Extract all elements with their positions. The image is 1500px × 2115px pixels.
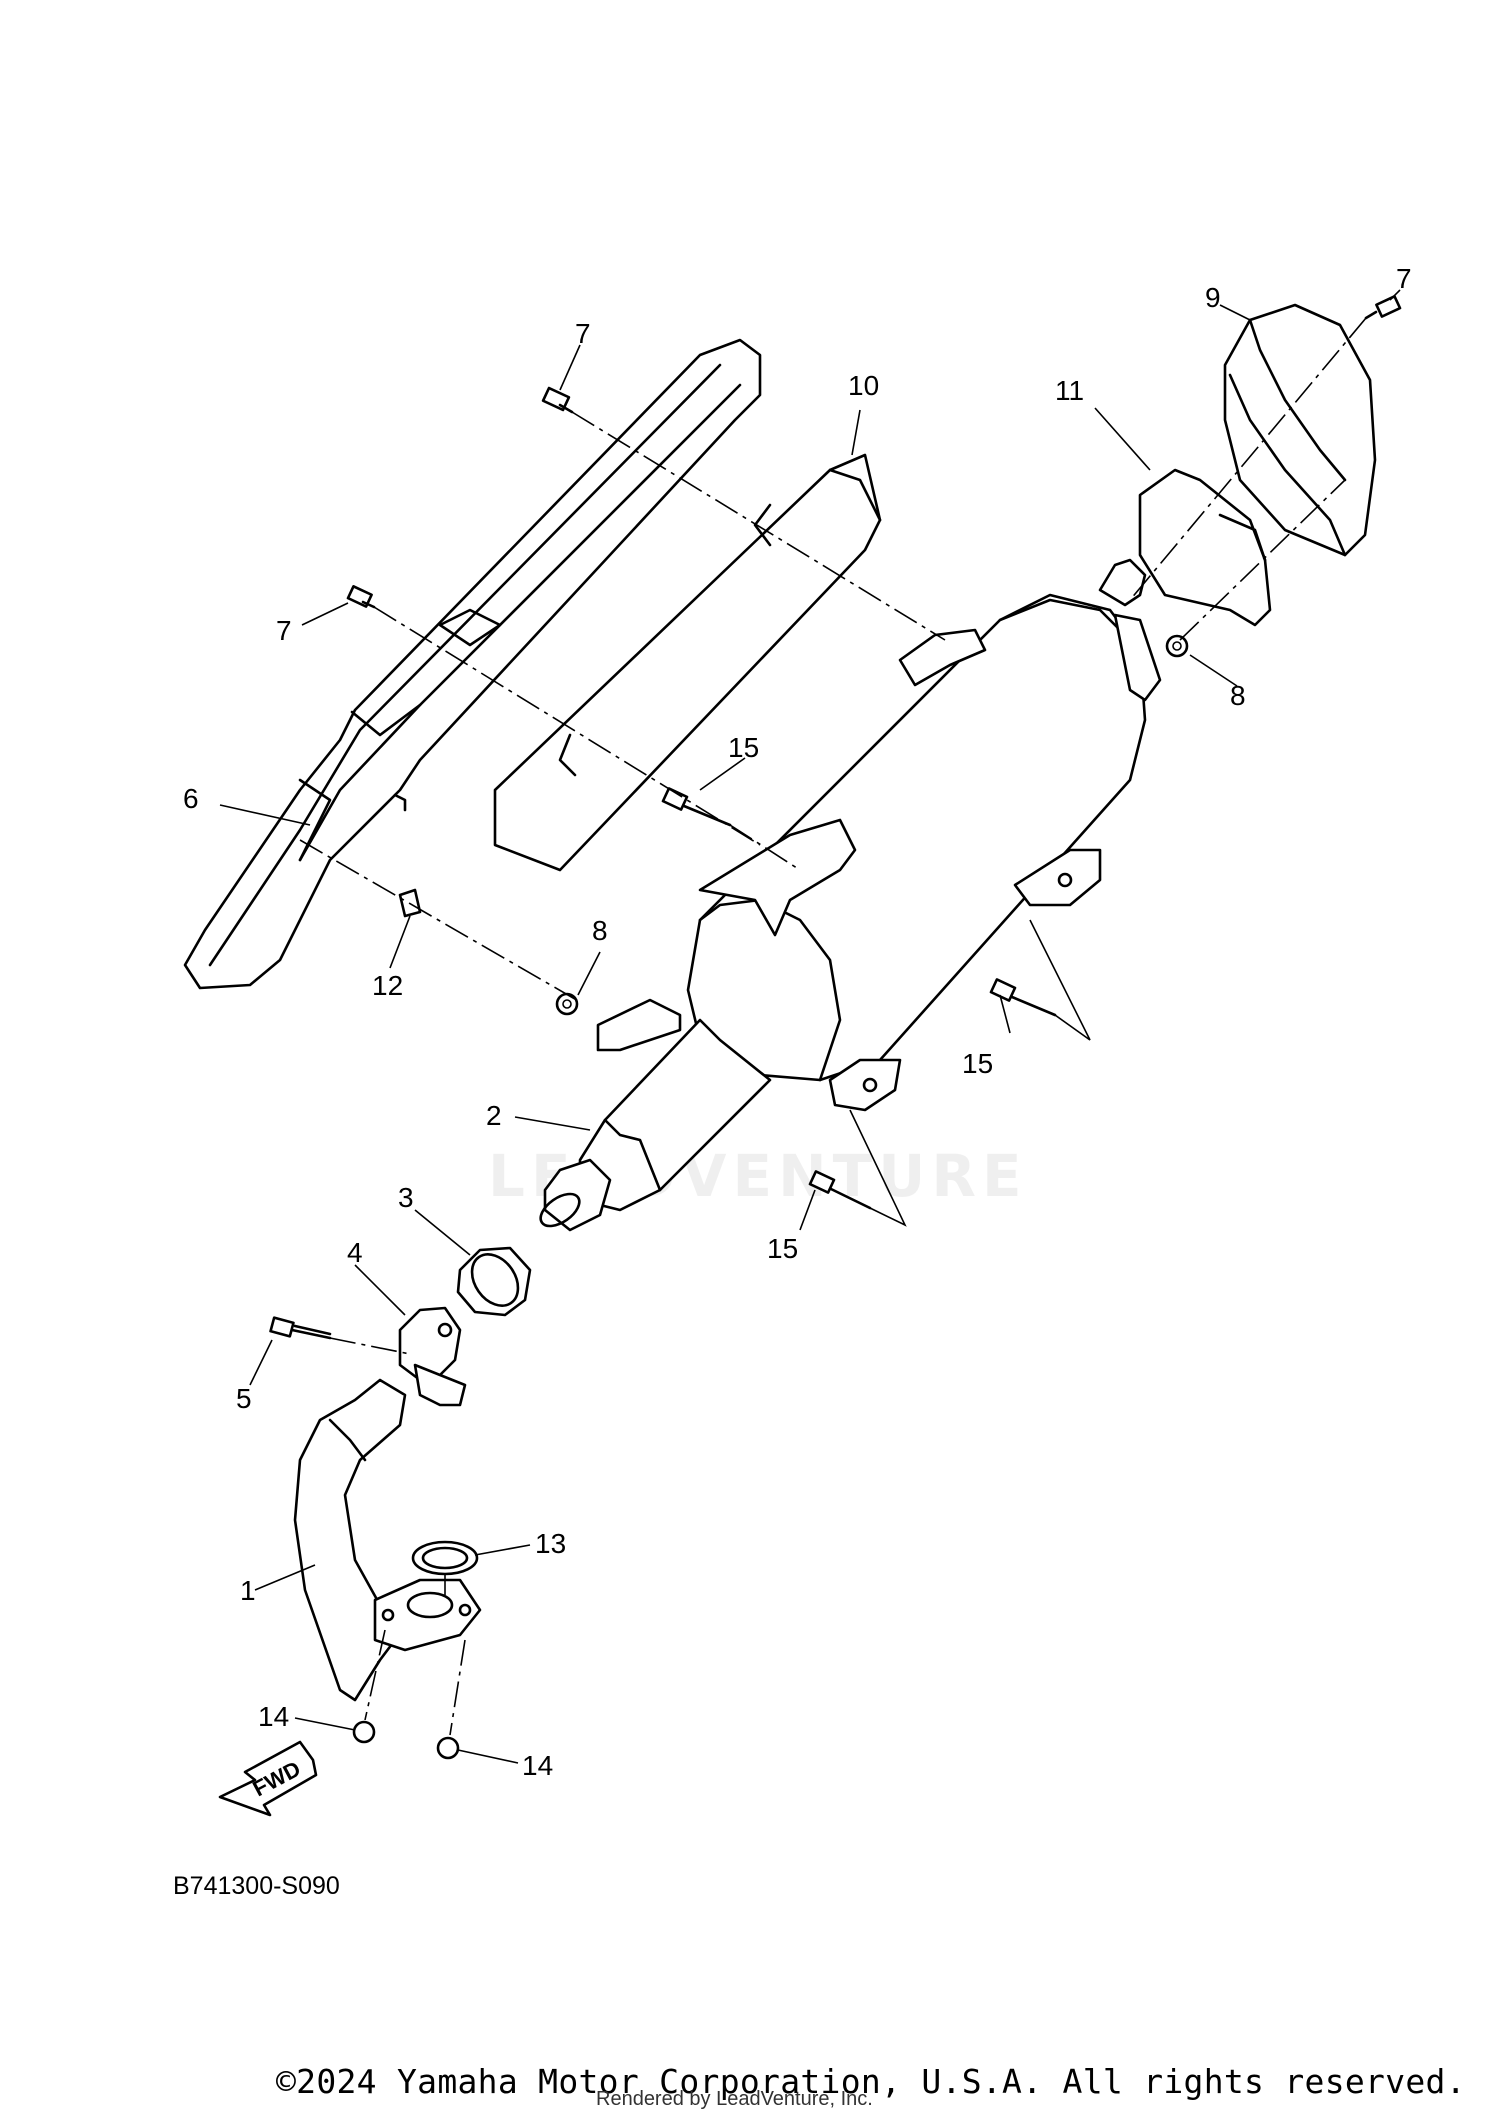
rendered-by-notice: Rendered by LeadVenture, Inc. bbox=[596, 2088, 873, 2110]
callout-14-b: 14 bbox=[522, 1750, 553, 1781]
callout-2: 2 bbox=[486, 1100, 502, 1131]
alignment-lines bbox=[299, 317, 1367, 1736]
callout-10: 10 bbox=[848, 370, 879, 401]
part-15-bolt-c[interactable] bbox=[808, 1170, 872, 1210]
callout-15-b: 15 bbox=[962, 1048, 993, 1079]
callout-labels: 7 7 7 9 10 11 6 12 8 8 15 15 15 2 3 4 5 … bbox=[183, 263, 1412, 1781]
fwd-arrow-icon: FWD bbox=[218, 1740, 318, 1817]
callout-5: 5 bbox=[236, 1383, 252, 1414]
callout-3: 3 bbox=[398, 1182, 414, 1213]
part-8-nut-b[interactable] bbox=[1165, 634, 1189, 658]
callout-8-a: 8 bbox=[592, 915, 608, 946]
part-7-bolt-b[interactable] bbox=[346, 585, 376, 609]
callout-7-a: 7 bbox=[575, 318, 591, 349]
callout-7-c: 7 bbox=[1396, 263, 1412, 294]
part-5-bolt[interactable] bbox=[269, 1316, 332, 1340]
part-14-nut-b[interactable] bbox=[436, 1736, 460, 1760]
part-2-muffler[interactable] bbox=[535, 558, 1162, 1232]
callout-14-a: 14 bbox=[258, 1701, 289, 1732]
callout-8-b: 8 bbox=[1230, 680, 1246, 711]
callout-1: 1 bbox=[240, 1575, 256, 1606]
part-7-bolt-c[interactable] bbox=[1364, 295, 1402, 320]
callout-9: 9 bbox=[1205, 282, 1221, 313]
callout-12: 12 bbox=[372, 970, 403, 1001]
part-4-clamp[interactable] bbox=[398, 1306, 467, 1407]
part-11-heat-guard[interactable] bbox=[1138, 468, 1272, 627]
part-1-exhaust-pipe[interactable] bbox=[293, 1378, 482, 1702]
diagram-code: B741300-S090 bbox=[173, 1872, 340, 1900]
part-6-muffler-protector[interactable] bbox=[183, 338, 762, 990]
part-8-nut-a[interactable] bbox=[555, 992, 579, 1016]
callout-4: 4 bbox=[347, 1237, 363, 1268]
part-14-nut-a[interactable] bbox=[352, 1720, 376, 1744]
callout-15-c: 15 bbox=[767, 1233, 798, 1264]
callout-11: 11 bbox=[1055, 375, 1084, 406]
part-3-gasket[interactable] bbox=[456, 1246, 532, 1317]
callout-13: 13 bbox=[535, 1528, 566, 1559]
callout-7-b: 7 bbox=[276, 615, 292, 646]
part-9-end-cap[interactable] bbox=[1223, 303, 1377, 557]
part-7-bolt-a[interactable] bbox=[541, 386, 574, 414]
callout-6: 6 bbox=[183, 783, 199, 814]
leader-lines bbox=[219, 289, 1401, 1764]
copyright-notice: ©2024 Yamaha Motor Corporation, U.S.A. A… bbox=[276, 2062, 1466, 2101]
callout-15-a: 15 bbox=[728, 732, 759, 763]
part-15-bolt-a[interactable] bbox=[661, 787, 732, 827]
part-13-gasket-ring[interactable] bbox=[411, 1540, 479, 1576]
part-10-insulator[interactable] bbox=[493, 453, 882, 872]
